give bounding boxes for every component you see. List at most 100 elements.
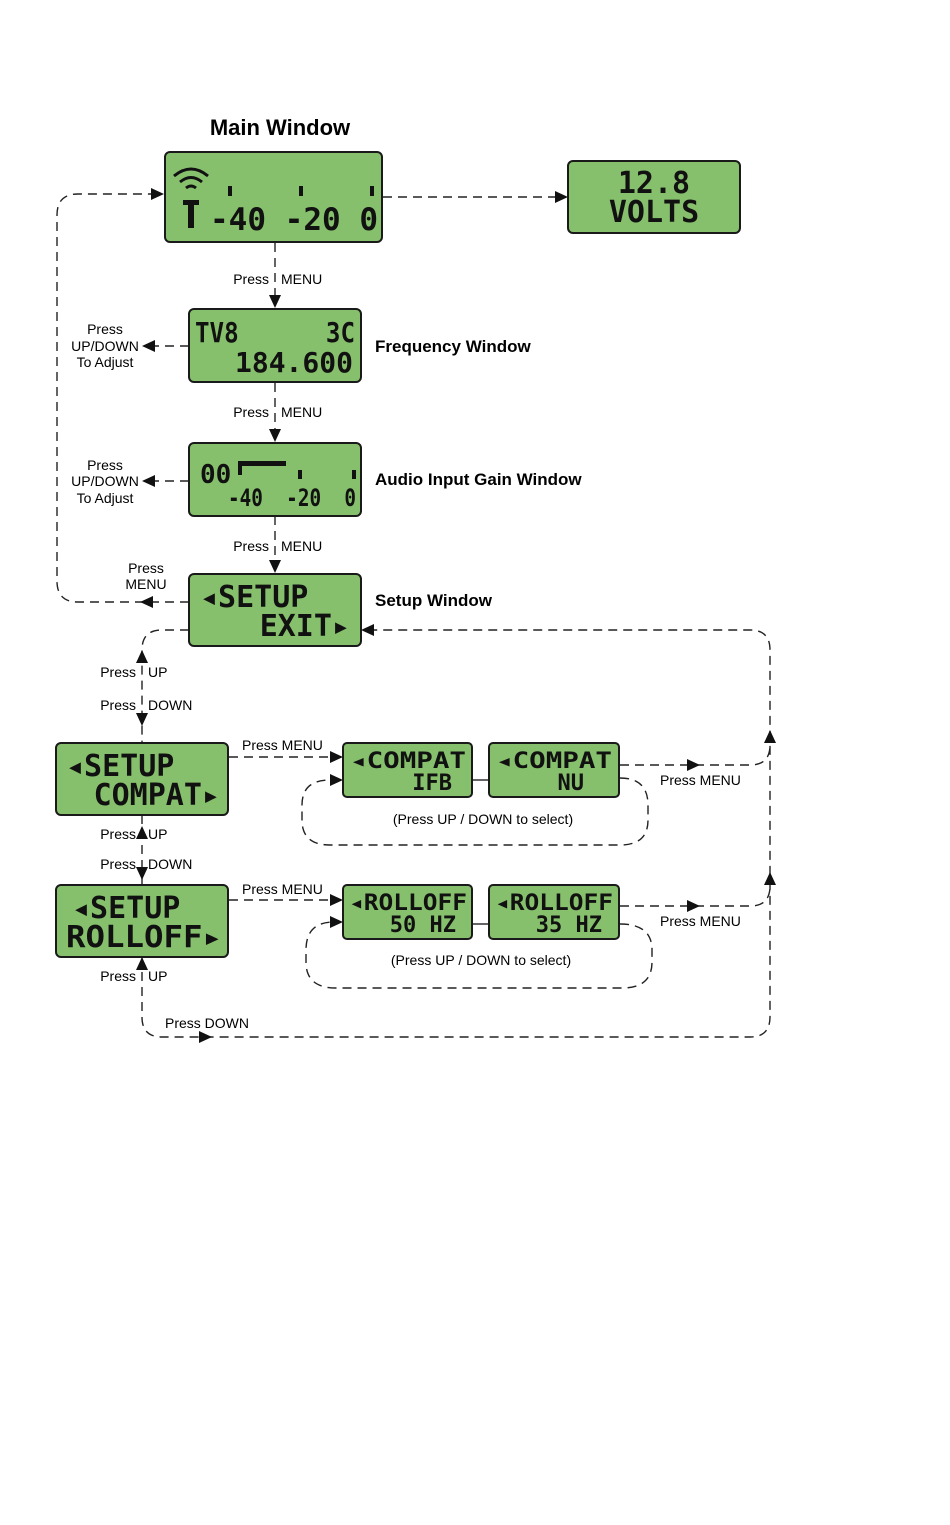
arrow-main-to-frequency	[269, 295, 281, 308]
setup-rolloff-line1: ◂SETUP	[72, 891, 180, 926]
label-press-menu: Press MENU	[660, 913, 741, 929]
label-press: Press	[100, 856, 136, 872]
rolloff-35-line2: 35 HZ	[536, 913, 602, 938]
audio-gain-bar	[238, 461, 286, 475]
meter-tick	[228, 186, 232, 196]
lcd-setup-compat: ◂SETUP COMPAT▸	[55, 742, 229, 816]
arrow-into-exit	[361, 624, 374, 636]
arrow-loop-rolloff	[330, 916, 343, 928]
label-press: Press	[87, 457, 123, 473]
frequency-value: 184.600	[235, 346, 353, 379]
flow-labels: Press MENU Press MENU Press MENU Press U…	[71, 271, 741, 1031]
setup-exit-line1: ◂SETUP	[200, 580, 308, 615]
label-press: Press	[128, 560, 164, 576]
lcd-main: -40 -20 0	[164, 151, 383, 243]
arrow-rail-up-1	[764, 730, 776, 743]
arrow-main-to-volts	[555, 191, 568, 203]
arrow-audio-adjust	[142, 475, 155, 487]
main-meter-scale: -40 -20 0	[210, 202, 378, 238]
label-down: DOWN	[148, 697, 192, 713]
compat-nu-line2: NU	[558, 771, 585, 796]
arrow-rail-up-2	[764, 872, 776, 885]
rolloff-50-line2: 50 HZ	[390, 913, 456, 938]
arrow-rolloff-to-50	[330, 894, 343, 906]
connector-nu-to-rail	[620, 742, 771, 766]
label-menu: MENU	[281, 404, 322, 420]
arrow-audio-to-setup	[269, 560, 281, 573]
arrow-nu-press-menu	[687, 759, 700, 771]
label-select-compat: (Press UP / DOWN to select)	[393, 811, 573, 827]
label-press-menu: Press MENU	[660, 772, 741, 788]
label-press-menu: Press MENU	[242, 881, 323, 897]
main-window-title: Main Window	[210, 115, 351, 140]
lcd-frequency: TV8 3C 184.600	[188, 308, 362, 383]
setup-compat-line1: ◂SETUP	[66, 749, 174, 784]
label-updown: UP/DOWN	[71, 338, 139, 354]
label-press: Press	[233, 404, 269, 420]
arrow-compat-to-ifb	[330, 751, 343, 763]
volts-unit: VOLTS	[609, 195, 699, 230]
connector-35-to-rail	[620, 884, 771, 907]
lcd-setup-exit: ◂SETUP EXIT▸	[188, 573, 362, 647]
setup-compat-line2: COMPAT▸	[94, 778, 220, 813]
lcd-setup-rolloff: ◂SETUP ROLLOFF▸	[55, 884, 229, 958]
label-to-adjust: To Adjust	[77, 354, 134, 370]
label-menu: MENU	[125, 576, 166, 592]
label-press: Press	[100, 968, 136, 984]
frequency-channel: TV8 3C	[195, 316, 355, 349]
lcd-volts: 12.8 VOLTS	[567, 160, 741, 234]
label-press: Press	[233, 271, 269, 287]
connector-exit-compat	[141, 629, 189, 742]
label-menu: MENU	[281, 538, 322, 554]
rolloff-50-line1: ◂ROLLOFF	[349, 891, 467, 916]
label-to-adjust: To Adjust	[77, 490, 134, 506]
audio-gain-value: 00	[200, 460, 231, 490]
arrow-down-to-compat	[136, 713, 148, 726]
compat-nu-line1: ◂COMPAT	[496, 749, 612, 774]
lcd-rolloff-50: ◂ROLLOFF 50 HZ	[342, 884, 473, 940]
signal-icon	[173, 167, 209, 190]
audio-window-title: Audio Input Gain Window	[375, 470, 582, 489]
lcd-compat-ifb: ◂COMPAT IFB	[342, 742, 473, 798]
compat-ifb-line1: ◂COMPAT	[350, 749, 466, 774]
arrow-press-down-loop	[199, 1031, 212, 1043]
label-up: UP	[148, 664, 167, 680]
label-updown: UP/DOWN	[71, 473, 139, 489]
lcd-compat-nu: ◂COMPAT NU	[488, 742, 620, 798]
arrow-into-main	[151, 188, 164, 200]
flow-connectors	[56, 188, 776, 1043]
compat-ifb-line2: IFB	[412, 771, 452, 796]
lcd-rolloff-35: ◂ROLLOFF 35 HZ	[488, 884, 620, 940]
label-press: Press	[100, 826, 136, 842]
arrow-up-to-compat	[136, 826, 148, 839]
meter-tick	[370, 186, 374, 196]
label-press: Press	[233, 538, 269, 554]
connector-rolloff-to-exit	[141, 629, 771, 1038]
arrow-loop-compat	[330, 774, 343, 786]
arrow-down-to-rolloff	[136, 867, 148, 880]
meter-tick	[298, 470, 302, 479]
arrow-frequency-to-audio	[269, 429, 281, 442]
volts-value: 12.8	[618, 166, 690, 201]
loop-compat-select	[301, 777, 649, 846]
label-select-rolloff: (Press UP / DOWN to select)	[391, 952, 571, 968]
arrow-setup-exit-left	[140, 596, 153, 608]
loop-rolloff-select	[305, 921, 653, 989]
meter-tick	[299, 186, 303, 196]
connector-setup-to-main	[56, 193, 189, 603]
meter-tick	[352, 470, 356, 479]
label-menu: MENU	[281, 271, 322, 287]
label-up: UP	[148, 826, 167, 842]
arrow-up-to-exit	[136, 650, 148, 663]
label-press-menu: Press MENU	[242, 737, 323, 753]
label-press: Press	[87, 321, 123, 337]
label-press: Press	[100, 664, 136, 680]
setup-exit-line2: EXIT▸	[260, 609, 350, 644]
label-down: DOWN	[148, 856, 192, 872]
lcd-audio: 00 -40 -20 0	[188, 442, 362, 517]
audio-meter-scale: -40 -20 0	[228, 484, 356, 512]
label-up: UP	[148, 968, 167, 984]
arrow-frequency-adjust	[142, 340, 155, 352]
label-press: Press	[100, 697, 136, 713]
